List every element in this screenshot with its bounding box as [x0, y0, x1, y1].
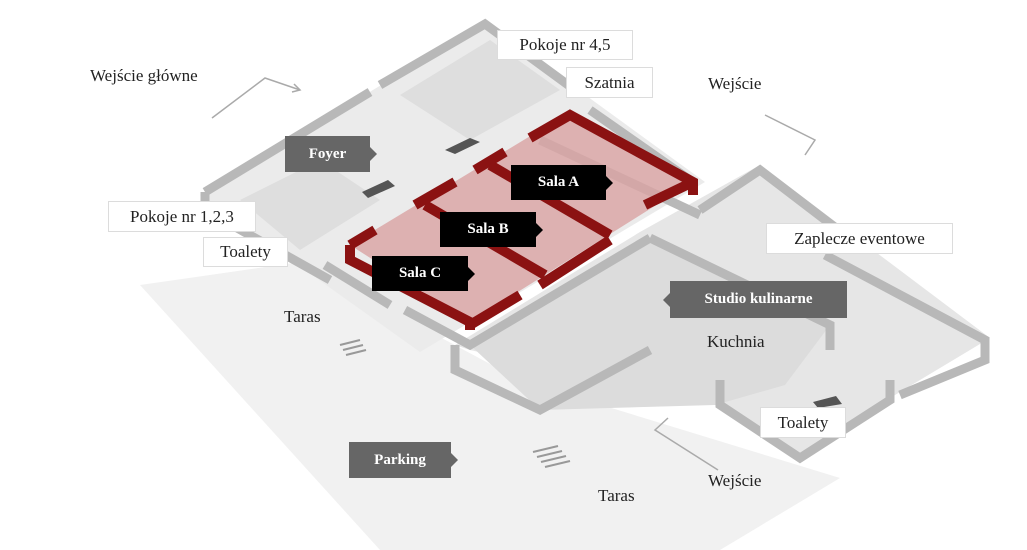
terrace-bottom-label: Taras: [598, 486, 635, 505]
rooms-1-2-3-floor: [240, 160, 380, 250]
rooms-4-5-label: Pokoje nr 4,5: [497, 30, 633, 60]
terrace-left-label: Taras: [284, 307, 321, 326]
rooms-1-2-3-label: Pokoje nr 1,2,3: [108, 201, 256, 232]
parking-tag: Parking: [349, 442, 458, 478]
stairs-icon: [813, 396, 842, 408]
entrance-bottom-label: Wejście: [708, 471, 762, 490]
toilets-left-label: Toalety: [203, 237, 288, 267]
kitchen-label: Kuchnia: [707, 332, 765, 351]
toilets-right-label: Toalety: [760, 407, 846, 438]
kitchen-floor: [470, 238, 830, 410]
hall-a-tag: Sala A: [511, 165, 613, 200]
terrace-stairs-icon: [339, 339, 571, 468]
cloakroom-label: Szatnia: [566, 67, 653, 98]
hall-b-tag: Sala B: [440, 212, 543, 247]
foyer-tag: Foyer: [285, 136, 377, 172]
stairs-icon: [362, 180, 395, 198]
entrance-arrow-icon: [211, 77, 817, 471]
hall-c-tag: Sala C: [372, 256, 475, 291]
culinary-studio-tag: Studio kulinarne: [663, 281, 847, 318]
event-backroom-label: Zaplecze eventowe: [766, 223, 953, 254]
entrance-top-label: Wejście: [708, 74, 762, 93]
stairs-icon: [445, 138, 480, 154]
terrace-floor: [140, 262, 840, 550]
halls-walls: [345, 109, 698, 330]
main-entrance-label: Wejście główne: [90, 66, 198, 85]
rooms-4-5-floor: [400, 40, 560, 140]
